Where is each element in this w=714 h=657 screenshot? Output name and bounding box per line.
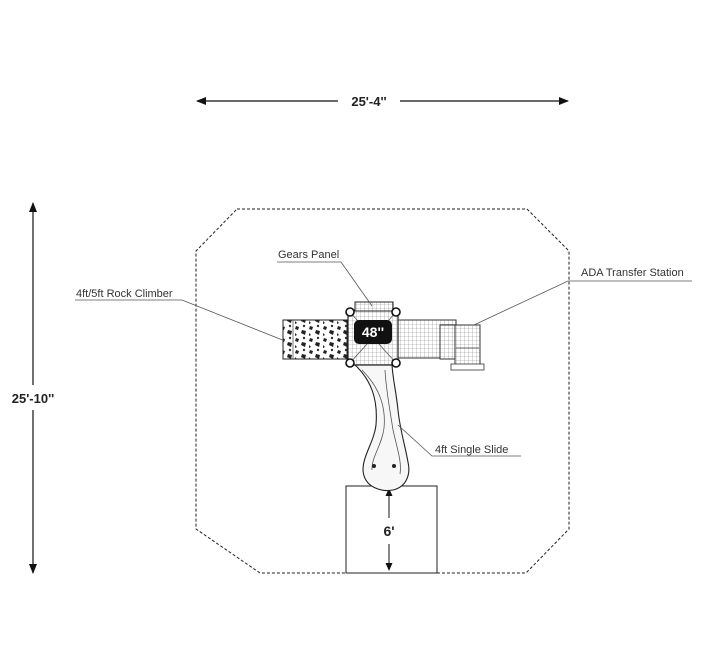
depth-label: 25'-10'' [12, 391, 55, 406]
slide-bed [351, 362, 410, 492]
callout-ada-transfer-station: ADA Transfer Station [473, 267, 692, 326]
slide-bolt-left [372, 464, 376, 468]
ada-transfer-leader [473, 280, 692, 326]
gears-panel-leader [277, 261, 373, 307]
rock-climber-label: 4ft/5ft Rock Climber [76, 288, 173, 300]
main-deck: 48'' [345, 301, 401, 368]
slide-exit-zone: 6' [345, 485, 438, 574]
single-slide-label: 4ft Single Slide [435, 444, 508, 456]
post-bottom-left [345, 358, 355, 368]
single-slide [351, 362, 410, 492]
slide-bolt-right [392, 464, 396, 468]
gears-panel-label: Gears Panel [278, 249, 339, 261]
gears-panel-shape [354, 301, 394, 312]
clearance-label: 6' [383, 523, 394, 539]
ada-transfer-label: ADA Transfer Station [581, 267, 684, 279]
width-label: 25'-4'' [351, 94, 386, 109]
single-slide-leader [397, 424, 521, 457]
rock-climber-leader [75, 299, 286, 342]
transfer-landing [450, 363, 485, 371]
ada-transfer-station [397, 319, 485, 371]
depth-dimension: 25'-10'' [12, 202, 55, 574]
callout-gears-panel: Gears Panel [277, 249, 373, 307]
slide-rail-right [384, 369, 401, 475]
post-top-right [391, 307, 401, 317]
clearance-box [345, 485, 438, 574]
width-dimension: 25'-4'' [196, 94, 569, 109]
callout-single-slide: 4ft Single Slide [397, 424, 521, 457]
transfer-step-lower [454, 324, 481, 370]
callout-rock-climber: 4ft/5ft Rock Climber [75, 288, 286, 342]
post-bottom-right [391, 358, 401, 368]
post-top-left [345, 307, 355, 317]
deck-height-badge [354, 320, 392, 344]
slide-rail-left [361, 369, 385, 471]
rock-climber [282, 319, 348, 360]
deck-height-label: 48'' [362, 324, 384, 340]
safety-zone-outline [195, 208, 570, 574]
rock-climber-panel [282, 319, 348, 360]
